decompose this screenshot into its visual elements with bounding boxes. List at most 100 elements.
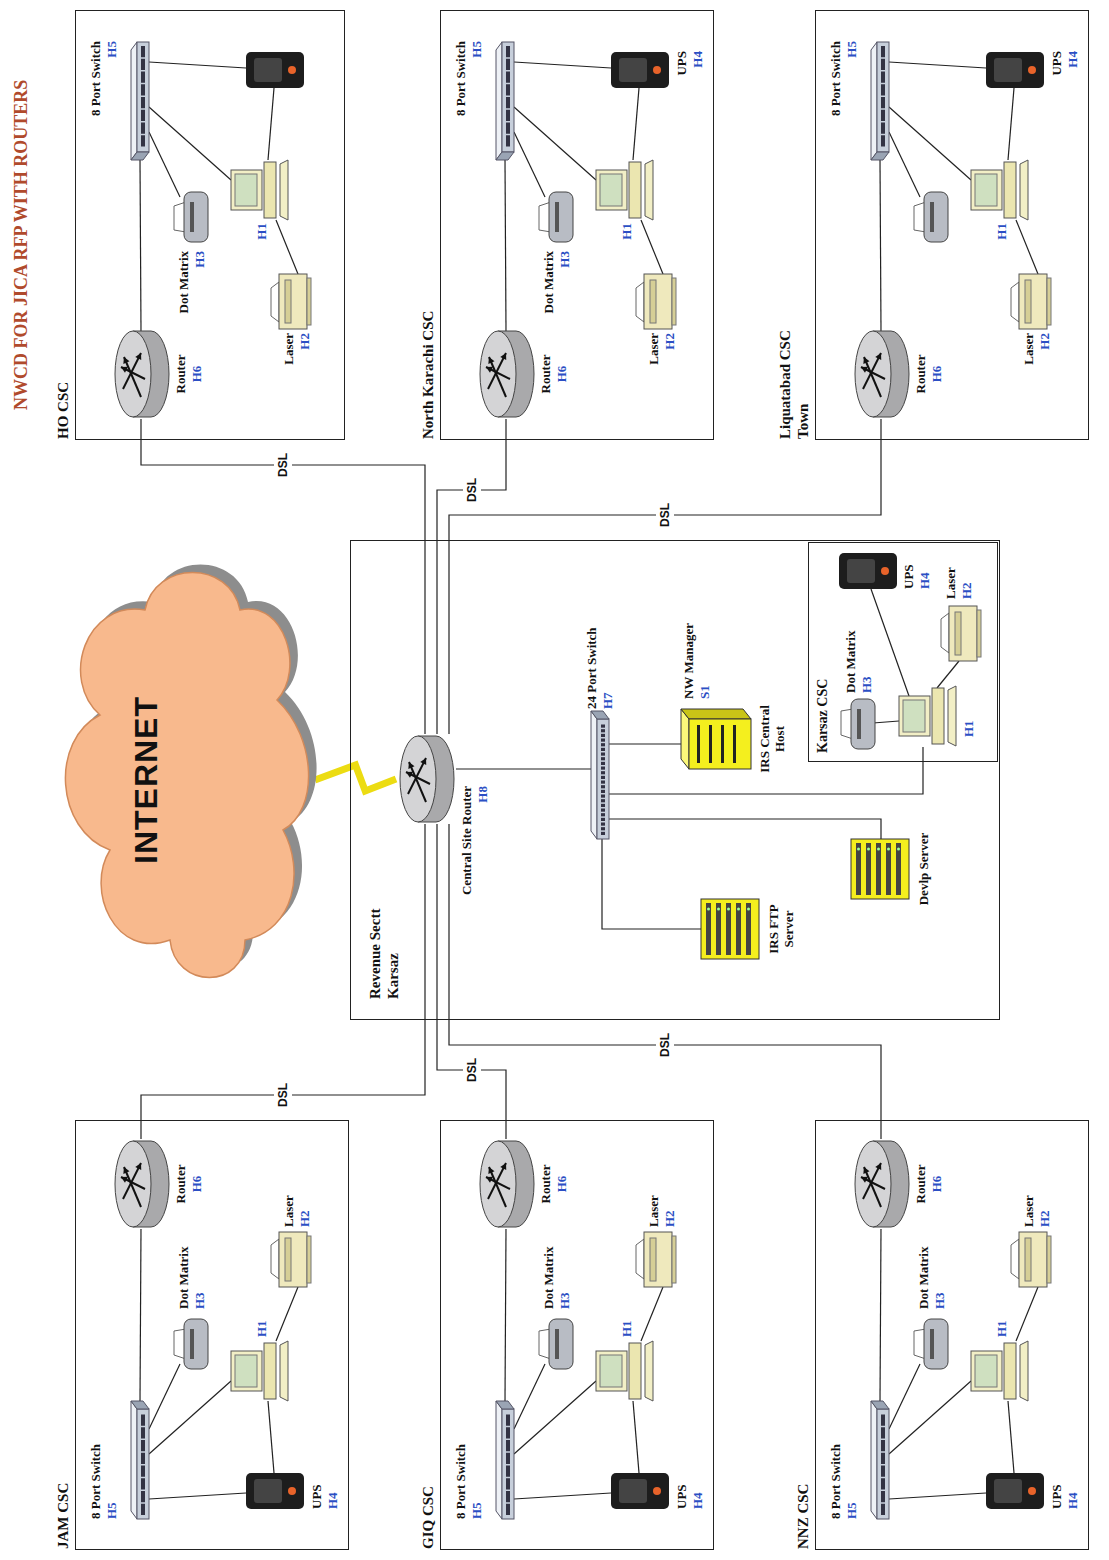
drawing-part	[500, 1163, 506, 1170]
router-node: RouterH6	[476, 329, 536, 419]
drawing-part	[496, 42, 502, 160]
drawing-part	[650, 1238, 656, 1281]
device-label: UPS	[674, 1484, 690, 1509]
site-box: RouterH6Liquatabad CSC Town8 Port Switch…	[815, 10, 1089, 440]
ups-icon	[246, 52, 304, 88]
drawing-part	[975, 1355, 997, 1387]
drawing-part	[506, 84, 510, 95]
device-label: 8 Port Switch	[453, 1444, 469, 1519]
drawing-part	[601, 757, 605, 760]
laser-printer-icon	[1011, 274, 1051, 329]
drawing-part	[264, 1343, 276, 1399]
drawing-part	[271, 282, 279, 322]
drawing-part	[121, 367, 128, 373]
device-code: H1	[254, 223, 270, 240]
drawing-part	[135, 353, 141, 360]
drawing-part	[506, 59, 510, 70]
drawing-part	[141, 1466, 145, 1477]
device-label: Laser	[1021, 1195, 1037, 1227]
cable	[937, 661, 959, 688]
drawing-part	[881, 135, 885, 146]
drawing-part	[601, 823, 605, 826]
drawing-part	[877, 42, 889, 152]
drawing-part	[877, 848, 880, 851]
device-label: Dot Matrix	[541, 251, 557, 313]
drawing-part	[924, 192, 948, 242]
drawing-part	[903, 700, 925, 732]
drawing-part	[855, 331, 891, 417]
drawing-part	[141, 97, 145, 108]
device-label: Laser	[1021, 333, 1037, 365]
drawing-part	[871, 42, 877, 160]
drawing-part	[131, 152, 149, 160]
drawing-part	[881, 1415, 885, 1426]
ups-icon	[986, 52, 1044, 88]
cable	[633, 1401, 639, 1473]
drawing-part	[1025, 280, 1031, 323]
drawing-part	[977, 610, 981, 657]
box-heading: NNZ CSC	[794, 1329, 812, 1549]
device-code: H1	[994, 1320, 1010, 1337]
drawing-part	[601, 799, 605, 802]
drawing-part	[601, 748, 605, 751]
drawing-part	[881, 72, 885, 83]
drawing-part	[135, 1163, 141, 1170]
drawing-part	[488, 1167, 494, 1174]
drawing-part	[601, 785, 605, 788]
box-heading: INTERNET	[127, 560, 165, 1000]
drawing-part	[716, 903, 721, 955]
cable	[149, 132, 180, 197]
drawing-part	[489, 357, 506, 397]
drawing-part	[235, 1355, 257, 1387]
drawing-part	[941, 613, 949, 653]
drawing-part	[184, 192, 208, 242]
laser-printer-icon	[271, 1232, 311, 1287]
drawing-part	[856, 843, 861, 895]
router-node: RouterH6	[111, 329, 171, 419]
drawing-part	[601, 767, 605, 770]
device-code: H6	[189, 329, 205, 419]
drawing-part	[141, 1427, 145, 1438]
cable	[149, 62, 246, 68]
drawing-part	[131, 42, 311, 332]
drawing-part	[121, 367, 145, 379]
laser-printer-icon	[636, 274, 676, 329]
drawing-part	[986, 52, 1044, 88]
drawing-part	[1011, 1239, 1019, 1279]
host-server-icon	[681, 709, 751, 769]
drawing-part	[131, 1401, 137, 1519]
drawing-part	[1025, 1238, 1031, 1281]
cable	[889, 62, 986, 68]
device-label: Dot Matrix	[916, 1247, 932, 1309]
switch-icon	[131, 42, 149, 160]
dot-matrix-icon	[174, 192, 208, 242]
device-code: H6	[554, 329, 570, 419]
router-icon	[855, 331, 909, 417]
ups-icon	[246, 1473, 304, 1509]
device-label: Router	[538, 329, 554, 419]
device-code: H3	[557, 251, 573, 268]
drawing-part	[596, 1351, 627, 1391]
drawing-part	[141, 84, 145, 95]
drawing-part	[486, 1177, 510, 1189]
drawing-part	[645, 160, 653, 220]
cloud-shape	[65, 573, 308, 978]
drawing-part	[555, 202, 559, 232]
diagram-title: NWCD FOR JICA RFP WITH ROUTERS	[10, 80, 32, 410]
drawing-part	[861, 1177, 885, 1189]
switch-icon	[131, 1401, 149, 1519]
laser-printer-icon	[636, 1232, 676, 1287]
drawing-part	[839, 553, 981, 749]
drawing-part	[400, 736, 436, 822]
device-code: H4	[1065, 1492, 1081, 1509]
dot-matrix-icon	[174, 1319, 208, 1369]
drawing-part	[1019, 1232, 1047, 1287]
device-label: Laser	[281, 333, 297, 365]
site-box: RouterH6HO CSC8 Port SwitchH5Dot MatrixH…	[75, 10, 345, 440]
drawing-part	[506, 97, 510, 108]
device-code: S1	[697, 685, 713, 699]
device-code: H5	[844, 41, 860, 58]
device-code: H2	[1037, 1210, 1053, 1227]
drawing-part	[611, 52, 669, 88]
device-label: Laser	[646, 1195, 662, 1227]
